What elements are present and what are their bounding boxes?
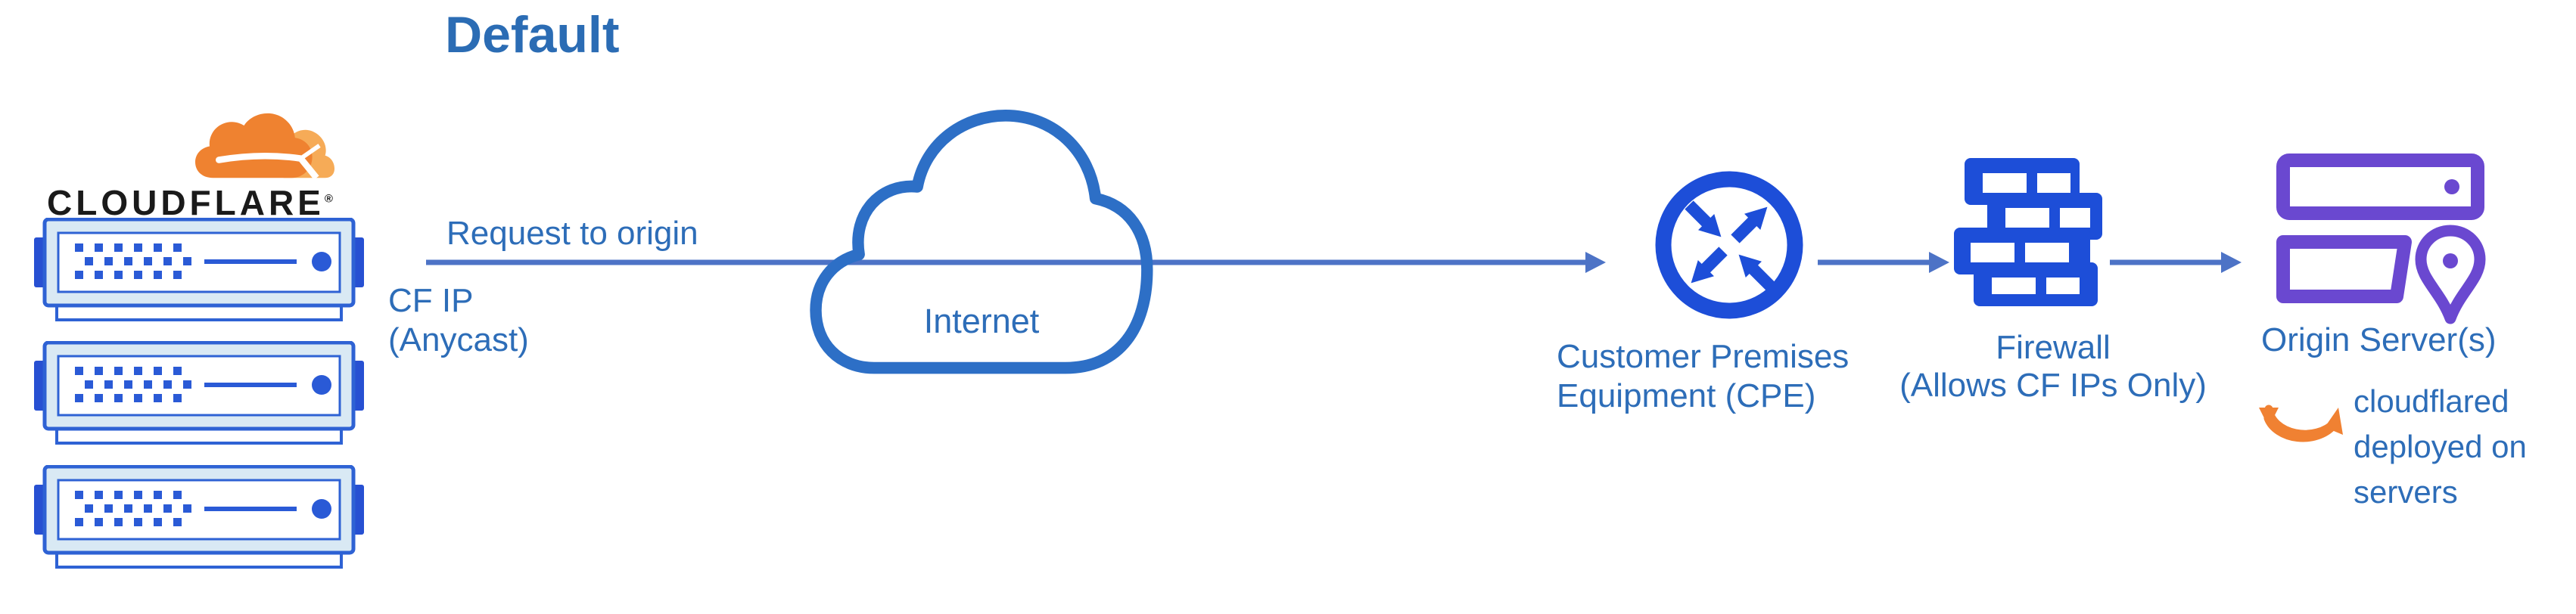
location-pin-icon (2415, 225, 2486, 324)
cloudflare-wordmark-text: CLOUDFLARE (47, 183, 325, 222)
cloudflared-note-line1: cloudflared (2354, 383, 2509, 419)
cloudflared-note-line2: deployed on (2354, 429, 2527, 464)
sync-icon (2259, 405, 2343, 442)
cpe-to-firewall-arrow (1818, 252, 1949, 273)
cpe-label-line2: Equipment (CPE) (1557, 377, 1816, 414)
cpe-label-line1: Customer Premises (1557, 338, 1850, 375)
firewall-label-line2: (Allows CF IPs Only) (1899, 367, 2207, 404)
origin-servers-icon (2276, 154, 2486, 324)
firewall-icon (1954, 158, 2102, 306)
cloudflare-wordmark: CLOUDFLARE® (47, 182, 333, 223)
firewall-to-origin-arrow (2110, 252, 2242, 273)
cpe-label: Customer Premises Equipment (CPE) (1557, 337, 1849, 416)
cf-ip-label-line2: (Anycast) (388, 321, 529, 358)
firewall-label-line1: Firewall (1996, 329, 2111, 366)
arrowhead-icon (1929, 252, 1949, 273)
firewall-label: Firewall (Allows CF IPs Only) (1864, 329, 2242, 405)
cloudflare-server-rack-icon (34, 341, 364, 445)
cloudflare-logo-icon (195, 113, 334, 180)
cloudflare-server-rack-icon (34, 465, 364, 569)
request-arrow (426, 252, 1606, 273)
cpe-router-icon (1655, 171, 1803, 319)
request-to-origin-label: Request to origin (446, 215, 698, 252)
page-title: Default (445, 6, 620, 64)
cloudflared-note: cloudflared deployed on servers (2354, 379, 2527, 515)
internet-label: Internet (923, 302, 1040, 340)
arrowhead-icon (1585, 252, 1606, 273)
cloudflare-server-rack-icon (34, 218, 364, 321)
internet-cloud-icon (810, 109, 1153, 374)
cf-ip-anycast-label: CF IP (Anycast) (388, 281, 529, 360)
origin-servers-label: Origin Server(s) (2261, 321, 2497, 358)
arrowhead-icon (2221, 252, 2242, 273)
cf-ip-label-line1: CF IP (388, 282, 474, 319)
registered-mark: ® (324, 192, 333, 206)
cloudflared-note-line3: servers (2354, 474, 2458, 510)
